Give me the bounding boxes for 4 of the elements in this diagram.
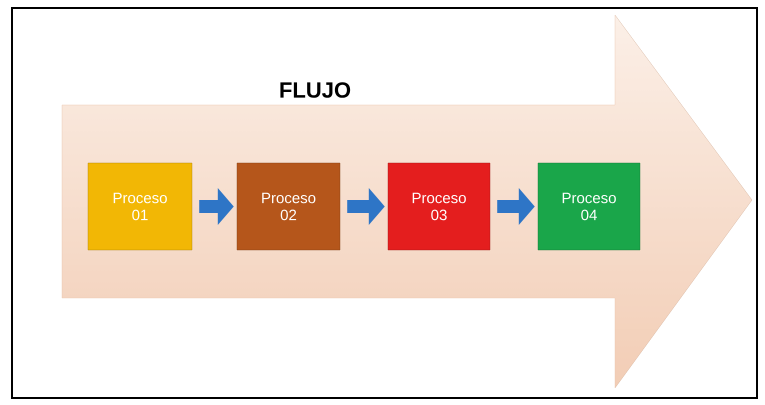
process-box: Proceso 01 xyxy=(88,162,192,250)
process-box: Proceso 02 xyxy=(236,162,340,250)
process-box: Proceso 04 xyxy=(538,162,640,250)
process-box: Proceso 03 xyxy=(388,162,490,250)
